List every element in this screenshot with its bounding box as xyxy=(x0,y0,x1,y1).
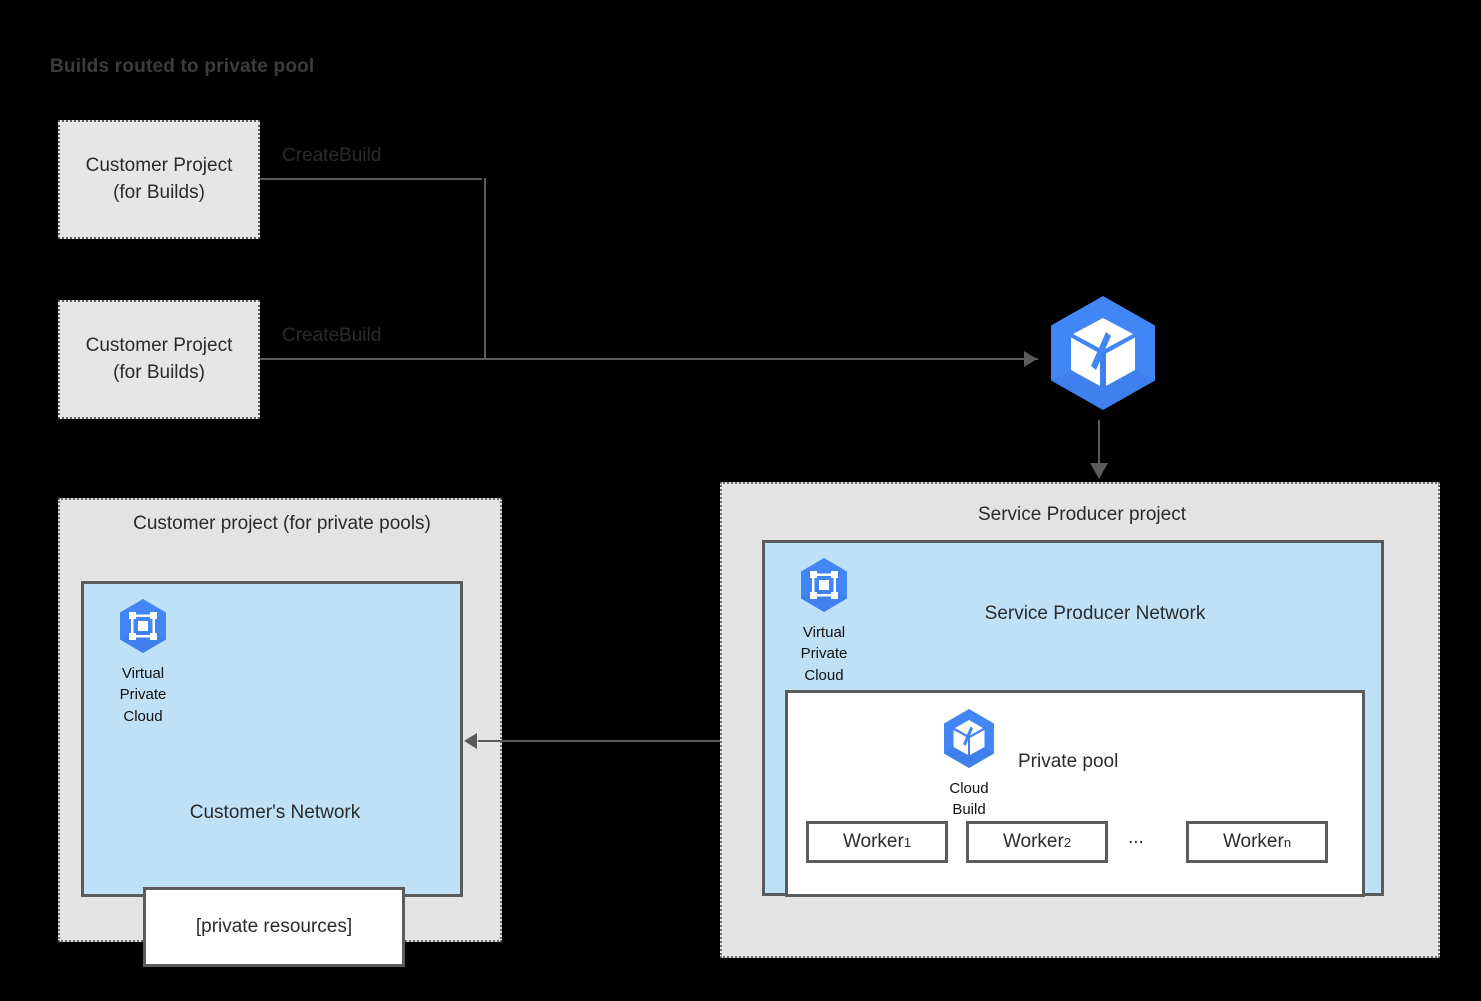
customer-project-private-pools-panel[interactable]: Customer project (for private pools) xyxy=(58,498,502,967)
private-pool-label: Private pool xyxy=(1018,751,1119,772)
vpc-caption-line3-left: Cloud xyxy=(123,707,163,725)
service-producer-project-title: Service Producer project xyxy=(977,504,1187,525)
worker-ellipsis: ... xyxy=(1128,827,1144,848)
worker-subscript-2: 2 xyxy=(1063,834,1072,850)
createbuild-edge-label-2: CreateBuild xyxy=(282,325,382,346)
createbuild-edge-label-1: CreateBuild xyxy=(282,145,382,166)
connector-customer-network-to-service-producer-network xyxy=(478,740,746,742)
private-resources-box[interactable]: [private resources] xyxy=(143,887,405,967)
customer-project-builds-box-2[interactable]: Customer Project (for Builds) xyxy=(58,300,260,419)
connector-createbuild-1 xyxy=(260,178,482,180)
vpc-caption-line3-right: Cloud xyxy=(804,666,844,684)
worker-subscript-1: 1 xyxy=(903,834,912,850)
customer-project-private-pools-title: Customer project (for private pools) xyxy=(133,513,431,534)
cloud-build-icon xyxy=(944,709,994,768)
vpc-caption-line2-right: Private xyxy=(800,645,848,663)
worker-label-2: Worker xyxy=(1002,831,1064,852)
vpc-caption-line1-left: Virtual xyxy=(121,665,165,682)
customer-project-builds-label-2-line1: Customer Project xyxy=(85,334,233,356)
customers-network-label: Customer's Network xyxy=(189,802,361,823)
worker-label-n: Worker xyxy=(1222,831,1284,852)
virtual-private-cloud-badge-left: Virtual Private Cloud xyxy=(104,596,182,727)
arrowhead-to-cloud-build-icon xyxy=(1024,351,1037,367)
customer-project-builds-box-1[interactable]: Customer Project (for Builds) xyxy=(58,120,260,239)
customer-project-builds-label-1-line2: (for Builds) xyxy=(113,181,205,203)
diagram-title: Builds routed to private pool xyxy=(50,56,315,77)
service-producer-network-box[interactable]: Virtual Private Cloud Service Producer N… xyxy=(762,540,1384,897)
cloud-build-caption-line2: Build xyxy=(952,801,986,819)
virtual-private-cloud-badge-right: Virtual Private Cloud xyxy=(785,555,863,686)
cloud-build-caption-line1: Cloud xyxy=(949,780,989,797)
worker-subscript-n: n xyxy=(1283,834,1292,850)
connector-cloudbuild-to-service-producer xyxy=(1098,420,1100,465)
vpc-caption-line2-left: Private xyxy=(119,686,167,704)
customers-network-box[interactable]: Virtual Private Cloud Customer's Network… xyxy=(81,581,463,967)
service-producer-network-label: Service Producer Network xyxy=(984,603,1206,624)
cloud-build-icon[interactable] xyxy=(1042,292,1164,414)
cloud-build-badge: Cloud Build xyxy=(927,706,1011,821)
customer-project-builds-label-2-line2: (for Builds) xyxy=(113,361,205,383)
worker-label-1: Worker xyxy=(842,831,904,852)
arrowhead-to-service-producer-project xyxy=(1090,463,1108,479)
customer-project-builds-label-1-line1: Customer Project xyxy=(85,154,233,176)
connector-createbuild-1-vertical xyxy=(484,178,486,360)
arrowhead-left-peering xyxy=(464,733,477,749)
vpc-caption-line1-right: Virtual xyxy=(802,624,846,641)
virtual-private-cloud-icon xyxy=(801,558,847,612)
service-producer-project-panel[interactable]: Service Producer project xyxy=(720,482,1440,958)
connector-createbuild-2 xyxy=(260,358,1038,360)
virtual-private-cloud-icon xyxy=(120,599,166,653)
